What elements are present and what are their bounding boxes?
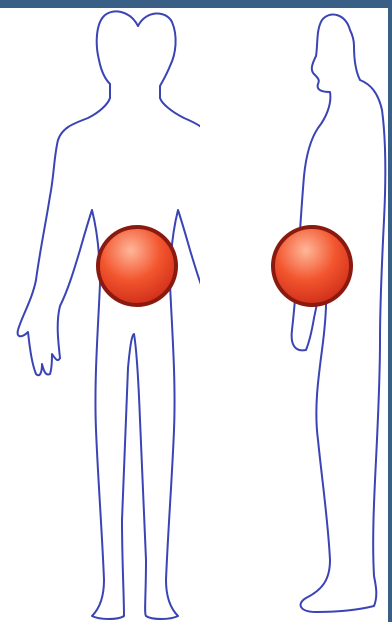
front-abdomen-marker[interactable] (96, 225, 178, 307)
side-abdomen-marker[interactable] (271, 225, 353, 307)
